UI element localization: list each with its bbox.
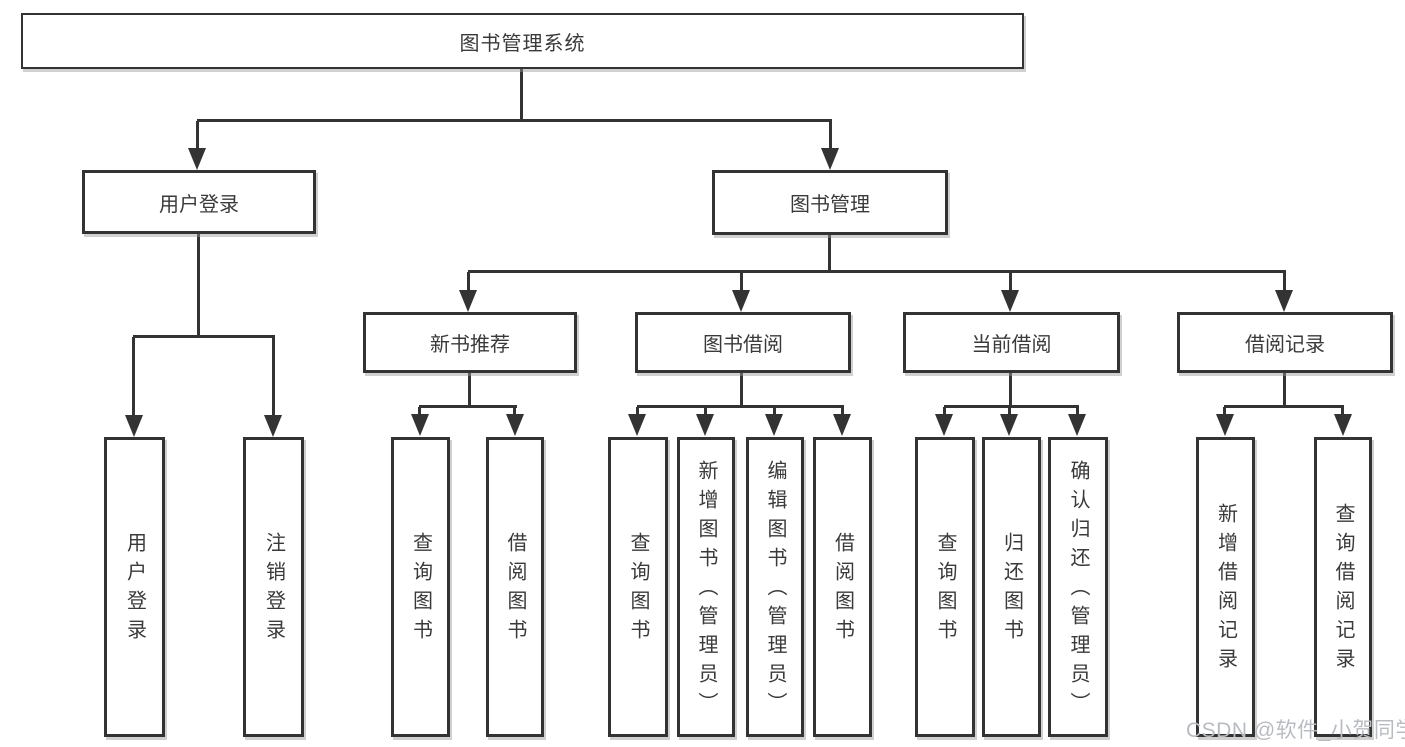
leaf-query-book-2: 查询图书 <box>608 437 668 737</box>
connector-root-vertical <box>520 69 523 121</box>
arrow-to-borrow-book-2 <box>833 414 851 436</box>
connector-stem-query-book-3 <box>943 407 946 415</box>
node-user-login: 用户登录 <box>82 170 316 234</box>
connector-stem-user-login-leaf <box>132 337 135 415</box>
connector-book-borrow-horizontal <box>637 405 844 408</box>
connector-user-login-vertical <box>197 234 200 337</box>
connector-stem-edit-book <box>773 407 776 415</box>
node-new-book-rec: 新书推荐 <box>363 312 577 373</box>
connector-stem-borrow-book-2 <box>841 407 844 415</box>
connector-root-horizontal <box>197 119 832 122</box>
arrow-to-edit-book <box>765 414 783 436</box>
connector-user-login-horizontal <box>133 335 275 338</box>
leaf-add-record: 新增借阅记录 <box>1196 437 1255 737</box>
connector-current-borrow-horizontal <box>944 405 1079 408</box>
arrow-to-confirm-return <box>1068 414 1086 436</box>
leaf-logout: 注销登录 <box>243 437 304 737</box>
connector-book-borrow-vertical2 <box>740 373 743 407</box>
leaf-add-book: 新增图书（管理员） <box>677 437 735 737</box>
leaf-user-login: 用户登录 <box>104 437 165 737</box>
connector-current-borrow-vertical2 <box>1009 373 1012 407</box>
connector-records-vertical2 <box>1283 373 1286 407</box>
leaf-borrow-book-1: 借阅图书 <box>486 437 544 737</box>
leaf-edit-book: 编辑图书（管理员） <box>746 437 804 737</box>
connector-book-mgmt-vertical <box>828 235 831 272</box>
node-borrow-records: 借阅记录 <box>1177 312 1393 373</box>
node-book-mgmt: 图书管理 <box>712 170 948 235</box>
arrow-to-borrow-records <box>1275 290 1293 312</box>
arrow-to-borrow-book-1 <box>506 414 524 436</box>
connector-new-book-vertical <box>468 373 471 407</box>
connector-stem-book-borrow <box>740 272 743 293</box>
arrow-to-query-record <box>1334 414 1352 436</box>
arrow-to-new-book <box>459 290 477 312</box>
connector-stem-confirm-return <box>1076 407 1079 415</box>
node-current-borrow: 当前借阅 <box>903 312 1120 373</box>
connector-stem-query-record <box>1341 407 1344 415</box>
connector-stem-borrow-records <box>1283 272 1286 293</box>
connector-stem-logout <box>272 337 275 415</box>
leaf-return-book: 归还图书 <box>982 437 1041 737</box>
connector-records-horizontal <box>1224 405 1344 408</box>
leaf-query-book-3: 查询图书 <box>915 437 975 737</box>
connector-stem-query-book-2 <box>636 407 639 415</box>
connector-stem-user-login <box>196 121 199 149</box>
arrow-to-user-login <box>188 148 206 170</box>
connector-stem-query-book-1 <box>418 407 421 415</box>
node-system-root: 图书管理系统 <box>21 13 1024 69</box>
arrow-to-book-borrow <box>732 290 750 312</box>
arrow-to-query-book-3 <box>935 414 953 436</box>
connector-stem-book-mgmt <box>829 121 832 149</box>
arrow-to-return-book <box>1000 414 1018 436</box>
leaf-confirm-return: 确认归还（管理员） <box>1048 437 1108 737</box>
arrow-to-user-login-leaf <box>125 415 143 437</box>
connector-stem-new-book <box>467 272 470 293</box>
arrow-to-current-borrow <box>1001 290 1019 312</box>
leaf-query-book-1: 查询图书 <box>391 437 450 737</box>
csdn-watermark: CSDN @软件_小贺同学 <box>1186 719 1405 742</box>
arrow-to-book-mgmt <box>821 148 839 170</box>
connector-stem-current-borrow <box>1009 272 1012 293</box>
leaf-query-record: 查询借阅记录 <box>1314 437 1372 737</box>
connector-book-mgmt-horizontal <box>468 270 1286 273</box>
arrow-to-add-record <box>1216 414 1234 436</box>
connector-stem-borrow-book-1 <box>513 407 516 415</box>
arrow-to-query-book-2 <box>628 414 646 436</box>
arrow-to-query-book-1 <box>411 414 429 436</box>
node-book-borrow: 图书借阅 <box>635 312 851 373</box>
arrow-to-add-book <box>696 414 714 436</box>
connector-stem-add-record <box>1223 407 1226 415</box>
connector-stem-return-book <box>1008 407 1011 415</box>
connector-stem-add-book <box>704 407 707 415</box>
leaf-borrow-book-2: 借阅图书 <box>813 437 872 737</box>
connector-new-book-horizontal <box>419 405 517 408</box>
arrow-to-logout <box>264 415 282 437</box>
